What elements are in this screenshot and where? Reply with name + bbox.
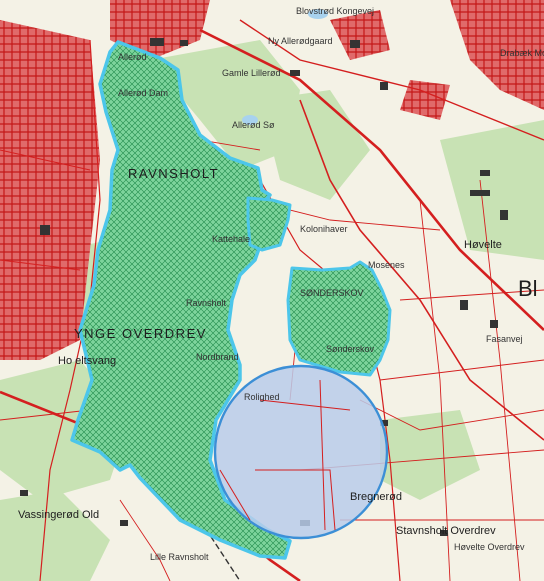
- buildings: [20, 38, 508, 536]
- label-allerod-so: Allerød Sø: [232, 120, 275, 130]
- railway-line: [129, 439, 241, 581]
- label-hovelte: Høvelte: [464, 239, 502, 251]
- label-drabaek: Drabæk Mose: [500, 48, 544, 58]
- label-mosenes: Mosenes: [368, 260, 405, 270]
- buffer-circle[interactable]: [213, 364, 389, 540]
- label-rolighed: Rolighed: [244, 392, 280, 402]
- label-vassingerod: Vassingerød Old: [18, 509, 99, 521]
- label-sonderskov: Sønderskov: [326, 344, 375, 354]
- label-bregnerod: Bregnerød: [350, 491, 402, 503]
- label-ravnsholt: RAVNSHOLT: [128, 166, 219, 181]
- label-allerod: Allerød: [118, 52, 147, 62]
- label-holte-vang: Ho eltsvang: [58, 355, 116, 367]
- protected-zone-sonderskov[interactable]: [286, 260, 392, 377]
- label-kattehale: Kattehale: [212, 234, 250, 244]
- label-stavnsholt: Stavnsholt Overdrev: [396, 525, 496, 537]
- label-ravnsholt-small: Ravnsholt: [186, 298, 227, 308]
- label-lille-ravnsholt: Lille Ravnsholt: [150, 552, 209, 562]
- protected-zone-annex[interactable]: [246, 196, 292, 252]
- label-hovelte-overdrev: Høvelte Overdrev: [454, 542, 525, 552]
- label-bl: Bl: [518, 276, 538, 301]
- label-sonderskov-caps: SØNDERSKOV: [300, 288, 364, 298]
- label-kolonihaver: Kolonihaver: [300, 224, 348, 234]
- label-ny-allerodgaard: Ny Allerødgaard: [268, 36, 333, 46]
- label-lyngby-overdrev: YNGE OVERDREV: [74, 326, 207, 341]
- circle-roads: [219, 379, 351, 531]
- label-fasanvej: Fasanvej: [486, 334, 523, 344]
- map-labels: Blovstrød Kongevej Allerød Ny Allerødgaa…: [18, 6, 544, 562]
- urban-areas: [0, 0, 544, 360]
- label-gamle-lillerod: Gamle Lillerød: [222, 68, 281, 78]
- label-blovstrod: Blovstrød Kongevej: [296, 6, 374, 16]
- label-allerod-dam: Allerød Dam: [118, 88, 168, 98]
- label-nordbrand: Nordbrand: [196, 352, 239, 362]
